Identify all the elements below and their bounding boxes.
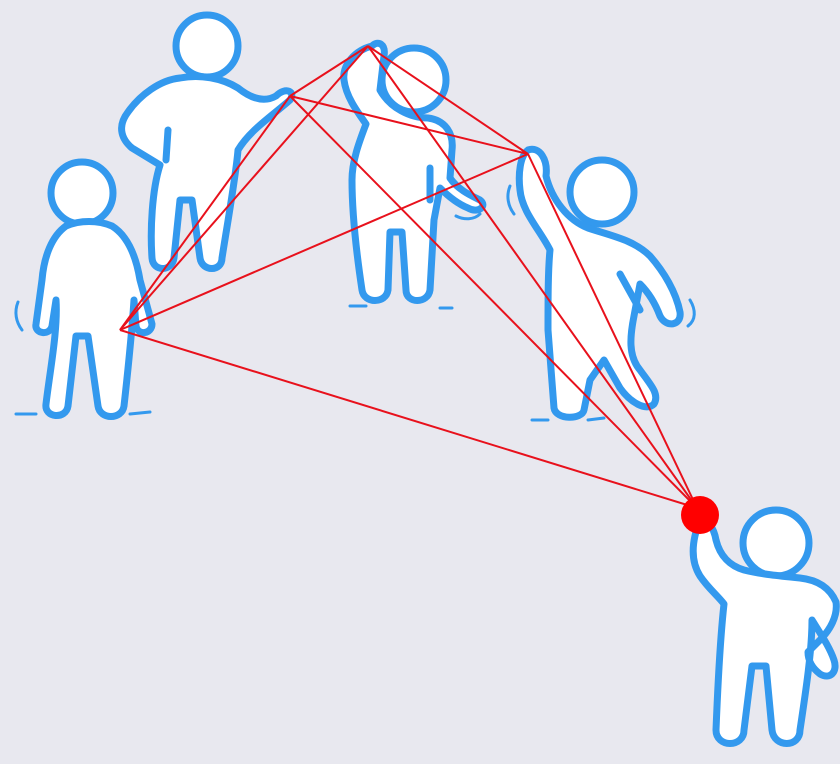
person-back-left-arm — [166, 130, 168, 160]
person-left-head — [51, 162, 113, 224]
motion-mark — [688, 300, 694, 326]
person-left-body — [36, 222, 152, 417]
ball-icon[interactable] — [681, 496, 719, 534]
motion-mark — [130, 412, 150, 414]
person-right-head — [570, 160, 634, 224]
person-back-left-body — [122, 76, 292, 268]
person-front-right — [693, 510, 836, 744]
motion-mark — [508, 186, 514, 214]
person-left — [36, 162, 152, 417]
motion-mark — [588, 418, 604, 420]
person-back-left-head — [176, 15, 238, 77]
motion-mark — [456, 214, 480, 219]
person-right — [519, 149, 680, 417]
person-front-right-head — [743, 510, 809, 576]
motion-mark — [16, 302, 22, 330]
